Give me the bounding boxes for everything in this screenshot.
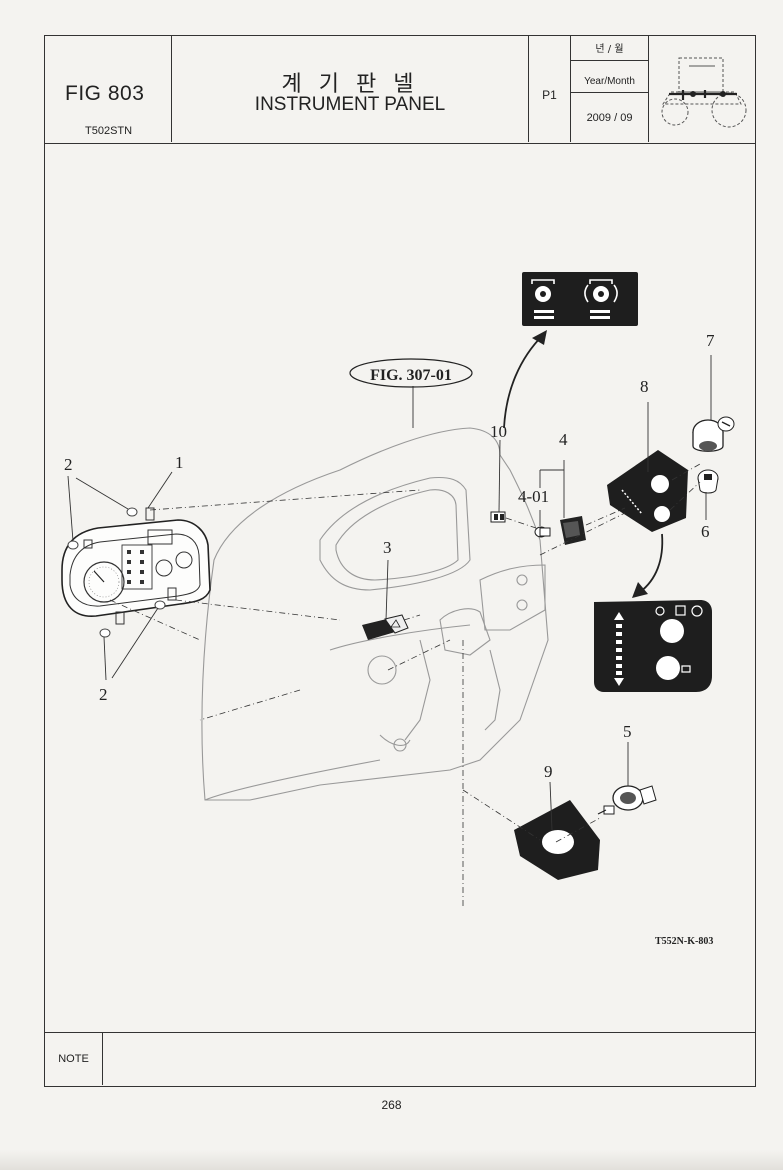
note-label: NOTE bbox=[45, 1033, 103, 1085]
switch-bulb bbox=[534, 526, 551, 538]
callout-2-top: 2 bbox=[64, 455, 73, 474]
switch-panel-detail bbox=[594, 600, 712, 692]
date-cell: 년 / 월 Year/Month 2009 / 09 bbox=[571, 36, 649, 142]
callout-6: 6 bbox=[701, 522, 710, 541]
thumbnail-cell bbox=[649, 36, 755, 142]
page-number: 268 bbox=[381, 1098, 402, 1112]
tractor-thumbnail-icon bbox=[661, 57, 747, 128]
arrow-head-decal bbox=[532, 330, 547, 345]
callout-numbers: 1 2 2 3 4 4-01 5 6 7 8 9 10 bbox=[64, 331, 715, 781]
arrow-head-panel bbox=[632, 582, 648, 598]
callout-7: 7 bbox=[706, 331, 715, 350]
title-cell: 계 기 판 넬 INSTRUMENT PANEL bbox=[172, 36, 529, 142]
callout-4: 4 bbox=[559, 430, 568, 449]
date-label-korean: 년 / 월 bbox=[571, 40, 648, 61]
small-switch bbox=[490, 511, 506, 523]
callout-5: 5 bbox=[623, 722, 632, 741]
switch-panel bbox=[607, 450, 688, 532]
callout-2-bottom: 2 bbox=[99, 685, 108, 704]
rotary-switch bbox=[597, 785, 657, 815]
title-korean: 계 기 판 넬 bbox=[281, 72, 419, 97]
date-value: 2009 / 09 bbox=[586, 112, 633, 124]
page-code: P1 bbox=[542, 88, 557, 102]
control-knob bbox=[697, 469, 719, 494]
page-code-cell: P1 bbox=[529, 36, 571, 142]
fig-cell: FIG 803 T502STN bbox=[45, 36, 172, 142]
screws bbox=[67, 507, 166, 638]
switch-decal-detail bbox=[522, 272, 638, 326]
hazard-switch bbox=[362, 614, 409, 640]
callout-1: 1 bbox=[175, 453, 184, 472]
figure-number: FIG 803 bbox=[65, 82, 145, 105]
callout-3: 3 bbox=[383, 538, 392, 557]
reference-oval bbox=[349, 358, 473, 388]
date-label-english: Year/Month bbox=[571, 72, 648, 93]
scan-edge bbox=[0, 1150, 783, 1170]
assembly-lines bbox=[109, 463, 701, 908]
callout-4-01: 4-01 bbox=[518, 487, 549, 506]
dashboard-housing bbox=[201, 427, 549, 801]
rocker-switch bbox=[560, 516, 586, 545]
reference-figure: FIG. 307-01 bbox=[370, 367, 452, 384]
leader-lines bbox=[67, 355, 712, 831]
model-code: T502STN bbox=[85, 125, 133, 137]
title-english: INSTRUMENT PANEL bbox=[254, 94, 446, 115]
callout-9: 9 bbox=[544, 762, 553, 781]
detail-arrows bbox=[503, 334, 664, 593]
key-switch bbox=[692, 416, 735, 452]
instrument-cluster bbox=[61, 507, 211, 625]
callout-10: 10 bbox=[490, 422, 507, 441]
callout-8: 8 bbox=[640, 377, 649, 396]
note-row: NOTE bbox=[45, 1032, 755, 1086]
cover-plate bbox=[514, 800, 600, 880]
drawing-code: T552N-K-803 bbox=[655, 936, 713, 947]
page-frame: FIG 803 T502STN 계 기 판 넬 INSTRUMENT PANEL… bbox=[44, 35, 756, 1087]
title-block: FIG 803 T502STN 계 기 판 넬 INSTRUMENT PANEL… bbox=[45, 36, 755, 144]
